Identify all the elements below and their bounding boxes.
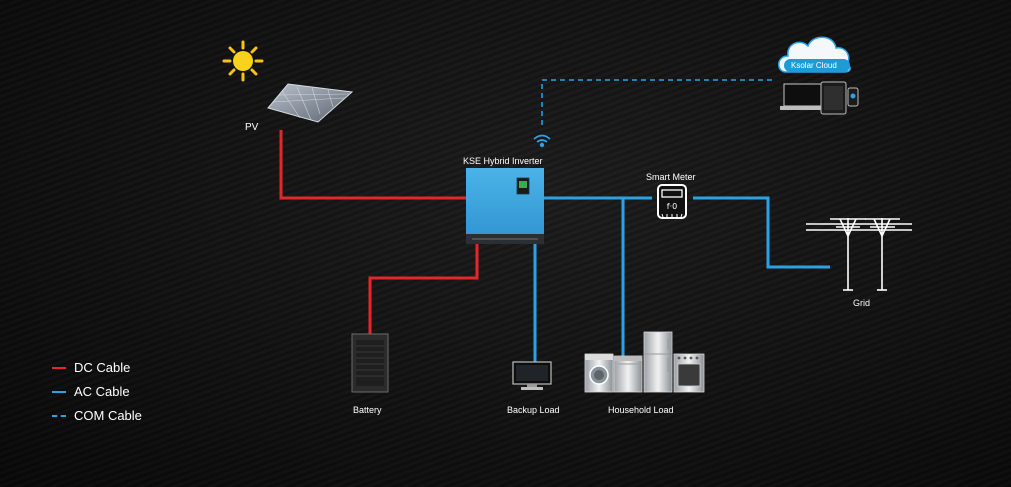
dc-cable-pv [279,130,466,200]
legend-ac: AC Cable [52,384,130,399]
dishwasher-icon [613,355,643,393]
tablet-icon [820,81,847,115]
fridge-icon [643,331,673,393]
ac-cables [533,196,830,362]
solar-panel-icon [267,83,354,123]
svg-text:f·0: f·0 [667,202,677,211]
legend-ac-label: AC Cable [74,384,130,399]
wifi-icon [533,134,551,148]
ac-cable-meter-grid [693,196,830,269]
legend-com-label: COM Cable [74,408,142,423]
inverter-icon [466,168,544,244]
com-cable [541,79,772,125]
phone-icon [847,87,859,107]
pv-label: PV [245,122,259,133]
legend-com: COM Cable [52,408,142,423]
washing-machine-icon [584,353,614,393]
tv-icon [512,361,552,390]
cloud-icon [778,36,851,73]
inverter-label: KSE Hybrid Inverter [463,156,543,166]
battery-cabinet-icon [351,333,389,393]
battery-label: Battery [353,405,382,415]
smart-meter-label: Smart Meter [646,172,696,182]
cloud-label: Ksolar Cloud [791,61,837,70]
dc-cables [279,130,479,335]
power-tower-icon [806,218,912,291]
backup-load-label: Backup Load [507,405,560,415]
smart-meter-icon: f·0 [657,184,687,219]
legend-ac-swatch [52,390,66,393]
legend-dc: DC Cable [52,360,130,375]
grid-label: Grid [853,298,871,308]
dc-cable-battery [368,244,479,335]
legend-com-swatch [52,414,66,417]
household-load-label: Household Load [608,405,674,415]
sun-icon [222,40,264,82]
legend-dc-swatch [52,366,66,369]
oven-icon [673,353,705,393]
legend-dc-label: DC Cable [74,360,131,375]
